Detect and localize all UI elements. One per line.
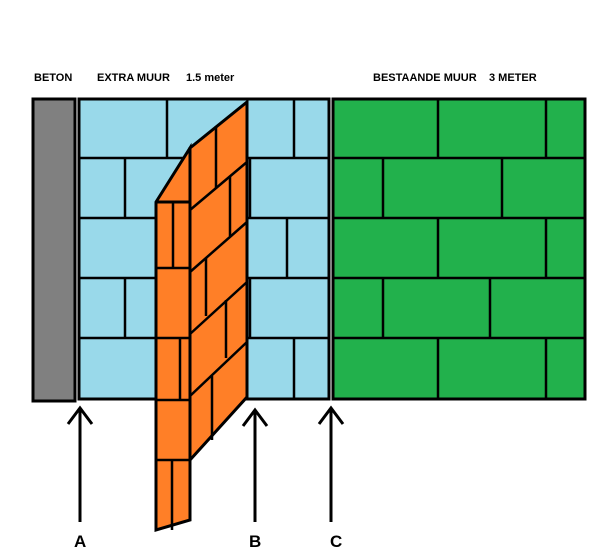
label-extra-muur: EXTRA MUUR xyxy=(97,72,170,84)
arrow-b xyxy=(241,407,269,522)
marker-c: C xyxy=(330,532,342,551)
label-extra-muur-size: 1.5 meter xyxy=(186,72,235,84)
brick-wall xyxy=(154,98,249,533)
label-bestaande-muur-size: 3 METER xyxy=(489,72,537,84)
marker-a: A xyxy=(74,532,86,551)
arrow-a xyxy=(66,405,94,522)
label-beton: BETON xyxy=(34,72,72,84)
label-bestaande-muur: BESTAANDE MUUR xyxy=(373,72,477,84)
arrow-c xyxy=(317,405,345,522)
beton-wall xyxy=(31,97,77,403)
bestaande-muur-wall xyxy=(331,97,587,401)
marker-b: B xyxy=(249,532,261,551)
